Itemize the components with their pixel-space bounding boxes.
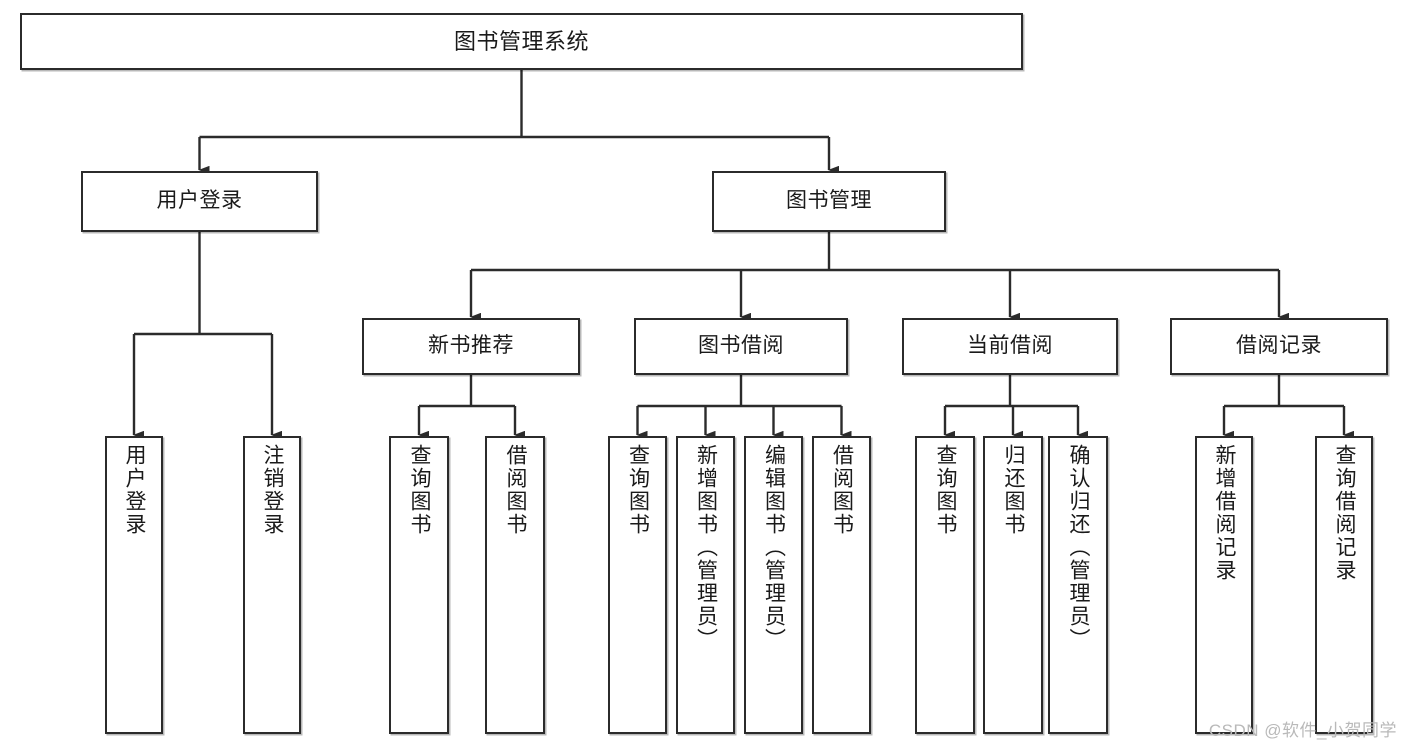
node-leaf-user-login[interactable]: 用户登录 — [105, 436, 163, 734]
node-leaf-bl-query[interactable]: 查询借阅记录 — [1315, 436, 1373, 734]
node-book-borrow[interactable]: 图书借阅 — [634, 318, 848, 375]
node-label: 查询图书 — [934, 444, 958, 536]
node-user-login[interactable]: 用户登录 — [81, 171, 318, 232]
node-label: 编辑图书（管理员） — [762, 444, 786, 651]
node-label: 归还图书 — [1002, 444, 1026, 536]
node-book-manage[interactable]: 图书管理 — [712, 171, 946, 232]
node-leaf-cb-confirm[interactable]: 确认归还（管理员） — [1048, 436, 1108, 734]
node-label: 借阅记录 — [1236, 334, 1322, 358]
node-leaf-rec-borrow[interactable]: 借阅图书 — [485, 436, 545, 734]
node-borrow-log[interactable]: 借阅记录 — [1170, 318, 1388, 375]
node-label: 查询图书 — [626, 444, 650, 536]
node-label: 图书借阅 — [698, 334, 784, 358]
node-leaf-cb-return[interactable]: 归还图书 — [983, 436, 1043, 734]
node-leaf-bb-edit[interactable]: 编辑图书（管理员） — [744, 436, 803, 734]
node-leaf-rec-query[interactable]: 查询图书 — [389, 436, 449, 734]
node-label: 图书管理 — [786, 189, 872, 213]
node-leaf-bl-add[interactable]: 新增借阅记录 — [1195, 436, 1253, 734]
node-leaf-bb-add[interactable]: 新增图书（管理员） — [676, 436, 735, 734]
node-new-book-rec[interactable]: 新书推荐 — [362, 318, 580, 375]
node-label: 借阅图书 — [830, 444, 854, 536]
watermark: CSDN @软件_小贺同学 — [1208, 721, 1397, 740]
node-root[interactable]: 图书管理系统 — [20, 13, 1023, 70]
node-label: 借阅图书 — [504, 444, 528, 536]
node-label: 确认归还（管理员） — [1067, 444, 1091, 651]
edge-group — [132, 70, 1354, 440]
node-label: 图书管理系统 — [453, 28, 589, 54]
node-label: 当前借阅 — [967, 334, 1053, 358]
node-label: 新增借阅记录 — [1213, 444, 1237, 582]
node-leaf-cb-query[interactable]: 查询图书 — [915, 436, 975, 734]
node-label: 用户登录 — [156, 189, 243, 213]
node-label: 查询借阅记录 — [1333, 444, 1357, 582]
node-leaf-user-logout[interactable]: 注销登录 — [243, 436, 301, 734]
node-cur-borrow[interactable]: 当前借阅 — [902, 318, 1118, 375]
node-leaf-bb-borrow[interactable]: 借阅图书 — [812, 436, 871, 734]
node-label: 用户登录 — [123, 444, 147, 536]
node-label: 查询图书 — [408, 444, 432, 536]
node-label: 注销登录 — [261, 444, 285, 536]
node-label: 新书推荐 — [428, 334, 514, 358]
node-leaf-bb-query[interactable]: 查询图书 — [608, 436, 667, 734]
node-label: 新增图书（管理员） — [694, 444, 718, 651]
